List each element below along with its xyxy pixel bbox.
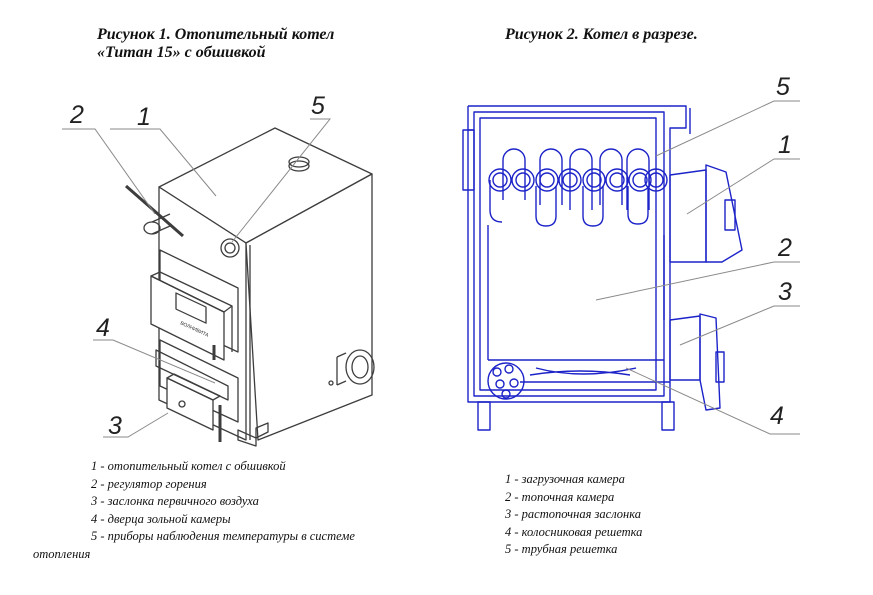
fig2-callout-4: 4 [770, 402, 784, 430]
fig1-callout-2: 2 [70, 101, 84, 129]
thermometer-gauge [220, 238, 240, 258]
legend-item: 2 - регулятор горения [91, 476, 207, 491]
fig2-callout-3: 3 [778, 278, 792, 306]
brand-plate [175, 292, 207, 324]
ignition-damper-section [669, 315, 701, 381]
tube-grid [488, 148, 668, 227]
legend-item: 5 - приборы наблюдения температуры в сис… [91, 529, 355, 543]
fig1-callout-5: 5 [311, 92, 325, 120]
legend-item: 3 - заслонка первичного воздуха [91, 494, 259, 508]
fig2-callout-2: 2 [778, 234, 792, 262]
regulator-lever [125, 184, 184, 238]
figure2-caption: Рисунок 2. Котел в разрезе. [505, 26, 698, 43]
legend-item: 4 - дверца зольной камеры [91, 511, 231, 526]
legend-item: 1 - отопительный котел с обшивкой [91, 459, 286, 473]
legend-item: 4 - колосниковая решетка [505, 524, 643, 539]
figure1-caption-line2: «Титан 15» с обшивкой [97, 44, 266, 61]
figure1-caption: Рисунок 1. Отопительный котел «Титан 15»… [97, 26, 334, 62]
legend-item: 5 - трубная решетка [505, 542, 618, 556]
section-outer-wall [467, 105, 687, 403]
fig1-callout-1: 1 [137, 103, 151, 131]
fig2-callout-5: 5 [776, 73, 790, 101]
return-pipe [345, 349, 375, 385]
return-pipe-section [487, 362, 525, 400]
grate-section [520, 367, 670, 383]
legend-item: 1 - загрузочная камера [505, 472, 625, 486]
fig1-callout-4: 4 [96, 314, 110, 342]
flue-outlet [288, 156, 310, 168]
fig2-callout-1: 1 [778, 131, 792, 159]
legend-item: отопления [33, 546, 91, 561]
loading-door-section [669, 169, 707, 263]
ash-door-frame [159, 339, 239, 423]
legend-item: 2 - топочная камера [505, 489, 615, 504]
fig1-callout-3: 3 [108, 412, 122, 440]
figure1-caption-line1: Рисунок 1. Отопительный котел [97, 26, 335, 43]
foot [237, 429, 257, 447]
figure2-legend: 1 - загрузочная камера 2 - топочная каме… [505, 471, 642, 559]
casing-side-face [245, 173, 373, 441]
ash-door [155, 349, 229, 401]
legend-item: 3 - растопочная заслонка [505, 507, 642, 521]
figure1-legend: 1 - отопительный котел с обшивкой 2 - ре… [33, 458, 355, 563]
